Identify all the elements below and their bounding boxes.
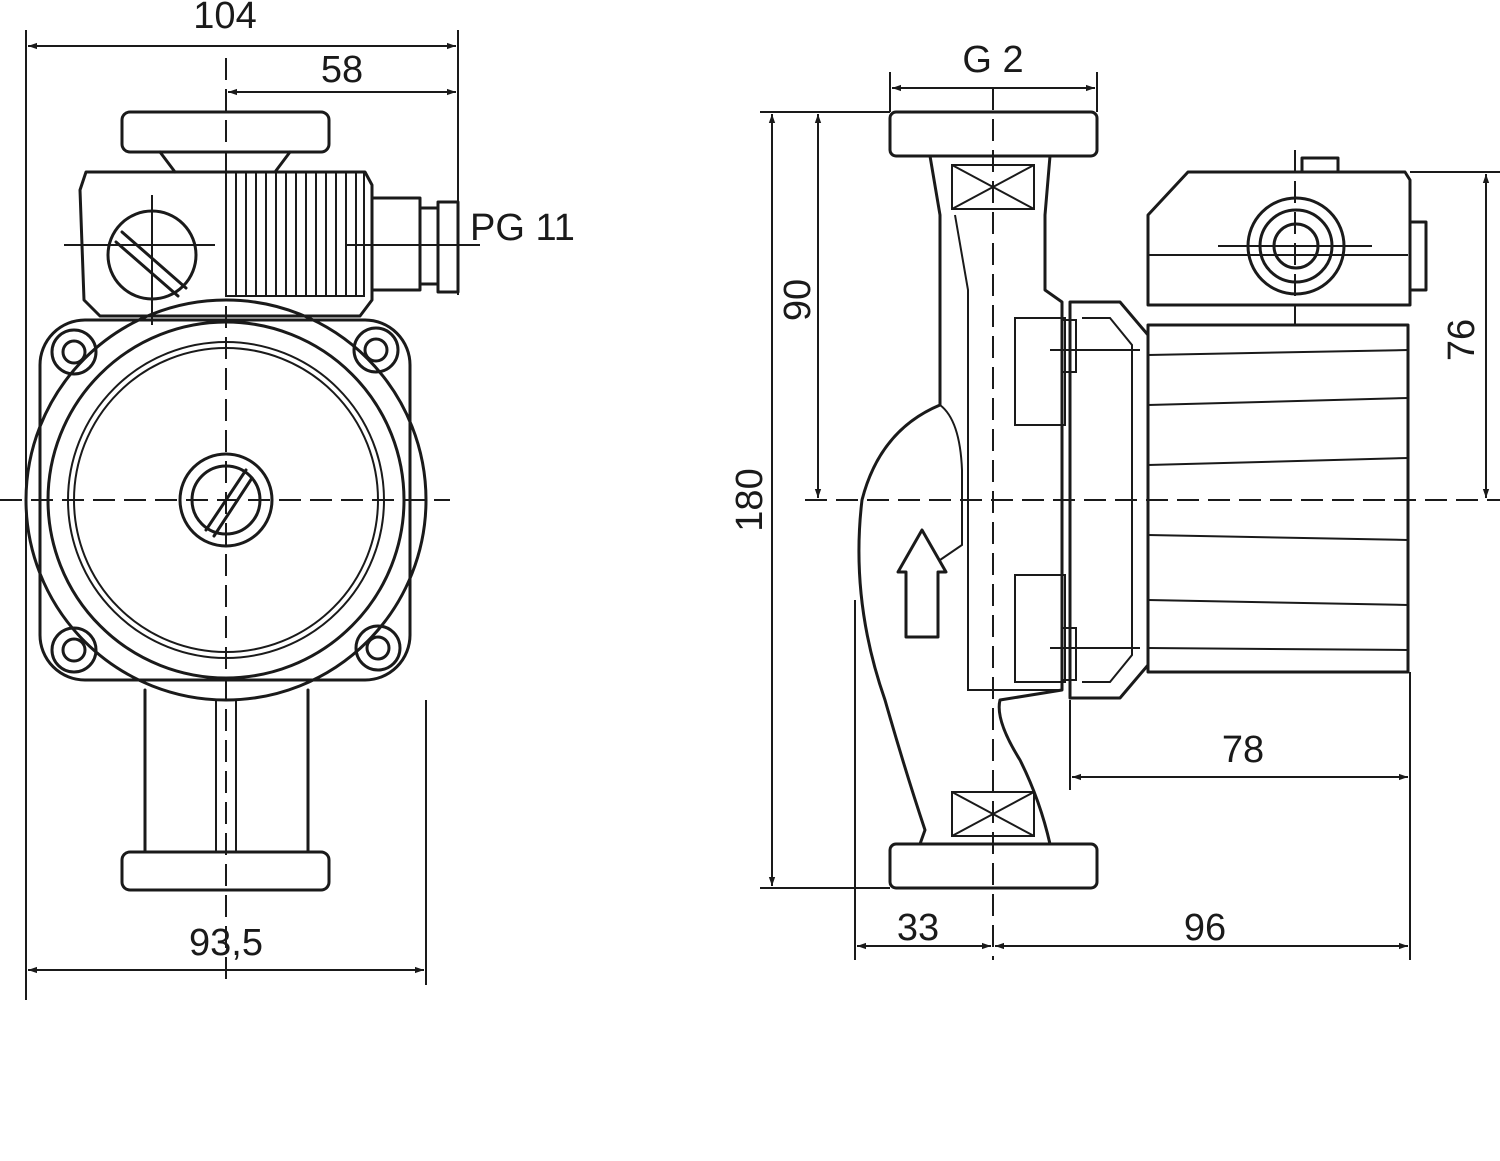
front-flange-plate [38, 318, 412, 682]
front-dimensions: 104 58 PG 11 93,5 [25, 0, 575, 1000]
dim-label-104: 104 [193, 0, 256, 37]
connector-label: PG 11 [470, 207, 575, 249]
bolt-bottom-left-icon [50, 626, 98, 674]
front-housing-ring [46, 320, 406, 680]
side-view [805, 88, 1500, 960]
bottom-flange-cross-marker [951, 791, 1035, 837]
dim-label-180: 180 [729, 468, 771, 531]
bolt-bottom-right-icon [354, 624, 402, 672]
terminal-box-ribs [225, 171, 365, 297]
front-top-cap [120, 110, 331, 154]
side-terminal-box [1146, 170, 1412, 307]
terminal-box [78, 170, 374, 318]
volute-body [857, 154, 1064, 846]
side-bottom-flange [888, 842, 1099, 890]
bolt-top-left-icon [50, 328, 98, 376]
dim-label-58: 58 [321, 49, 363, 91]
side-dimensions: G 2 90 180 76 78 33 96 [729, 39, 1500, 960]
top-flange-cross-marker [951, 164, 1035, 210]
dim-label-96: 96 [1184, 907, 1226, 949]
front-view [0, 58, 480, 985]
dim-label-78: 78 [1222, 729, 1264, 771]
dim-label-90: 90 [777, 279, 819, 321]
bolt-top-right-icon [352, 326, 400, 374]
motor-housing [1146, 323, 1410, 674]
front-lower-pipe [143, 688, 310, 854]
dim-label-93-5: 93,5 [189, 922, 263, 964]
front-bottom-flange [120, 850, 331, 892]
flow-direction-arrow-icon [896, 528, 948, 639]
dim-label-g2: G 2 [962, 39, 1023, 81]
center-vent-plug [178, 452, 274, 548]
side-top-flange [888, 110, 1099, 158]
dim-label-33: 33 [897, 907, 939, 949]
dim-label-76: 76 [1441, 319, 1483, 361]
